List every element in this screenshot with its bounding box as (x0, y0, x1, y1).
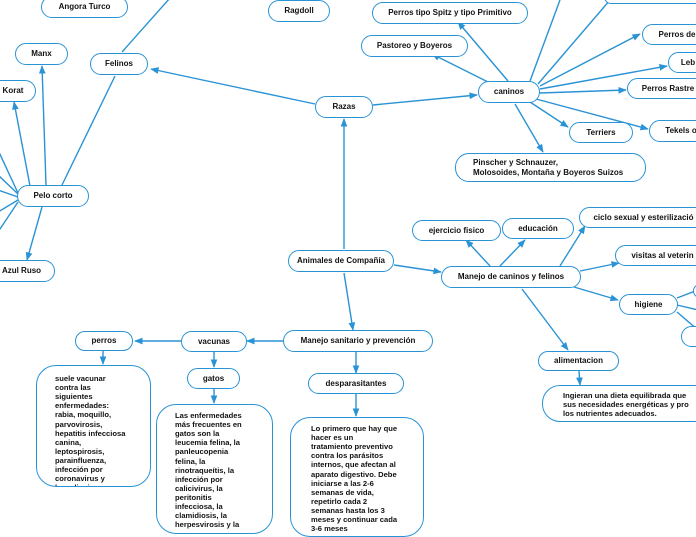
node-educacion[interactable]: educación (502, 218, 574, 239)
desparasitantes-description: Lo primero que hay que hacer es un trata… (290, 417, 424, 537)
node-perros[interactable]: perros (75, 331, 133, 351)
alimentacion-description: Ingieran una dieta equilibrada que sus n… (542, 385, 696, 422)
node-terriers[interactable]: Terriers (569, 122, 633, 143)
node-leb[interactable]: Leb (668, 52, 696, 73)
node-manejo-caninos-felinos[interactable]: Manejo de caninos y felinos (441, 266, 581, 288)
node-felinos[interactable]: Felinos (90, 53, 148, 75)
node-teckels[interactable]: Tekels o (649, 120, 696, 142)
node-alimentacion[interactable]: alimentacion (538, 351, 619, 371)
node-caninos[interactable]: caninos (478, 81, 540, 103)
node-higiene[interactable]: higiene (619, 294, 678, 315)
node-ejercicio-fisico[interactable]: ejercicio fisico (412, 220, 501, 241)
node-spitz[interactable]: Perros tipo Spitz y tipo Primitivo (372, 2, 528, 24)
node-korat[interactable]: Korat (0, 80, 36, 102)
node-angora-turco[interactable]: Angora Turco (41, 0, 128, 18)
node-desparasitantes[interactable]: desparasitantes (308, 373, 404, 394)
node-ragdoll[interactable]: Ragdoll (268, 0, 330, 22)
node-pinscher[interactable]: Pinscher y Schnauzer, Molosoides, Montañ… (455, 153, 646, 182)
connector-lines (0, 0, 696, 417)
node-higiene-child-3 (681, 326, 696, 347)
node-visitas-veterinario[interactable]: visitas al veterin (615, 245, 696, 266)
node-manejo-sanitario[interactable]: Manejo sanitario y prevención (283, 330, 433, 352)
node-ciclo-sexual[interactable]: ciclo sexual y esterilizació (579, 207, 696, 228)
node-vacunas[interactable]: vacunas (181, 331, 247, 352)
gatos-diseases-description: Las enfermedades más frecuentes en gatos… (156, 404, 273, 534)
node-manx[interactable]: Manx (15, 43, 68, 65)
node-pastoreo[interactable]: Pastoreo y Boyeros (361, 35, 468, 57)
central-topic[interactable]: Animales de Compañía (288, 250, 394, 272)
node-partial-top (604, 0, 696, 4)
node-razas[interactable]: Razas (315, 96, 373, 118)
perros-vaccines-description: suele vacunar contra las siguientes enfe… (36, 365, 151, 487)
node-perros-de[interactable]: Perros de (642, 24, 696, 45)
node-pelo-corto[interactable]: Pelo corto (17, 185, 89, 207)
node-rastreo[interactable]: Perros Rastre (627, 78, 696, 99)
node-gatos[interactable]: gatos (187, 368, 240, 389)
node-azul-ruso[interactable]: Azul Ruso (0, 260, 55, 282)
